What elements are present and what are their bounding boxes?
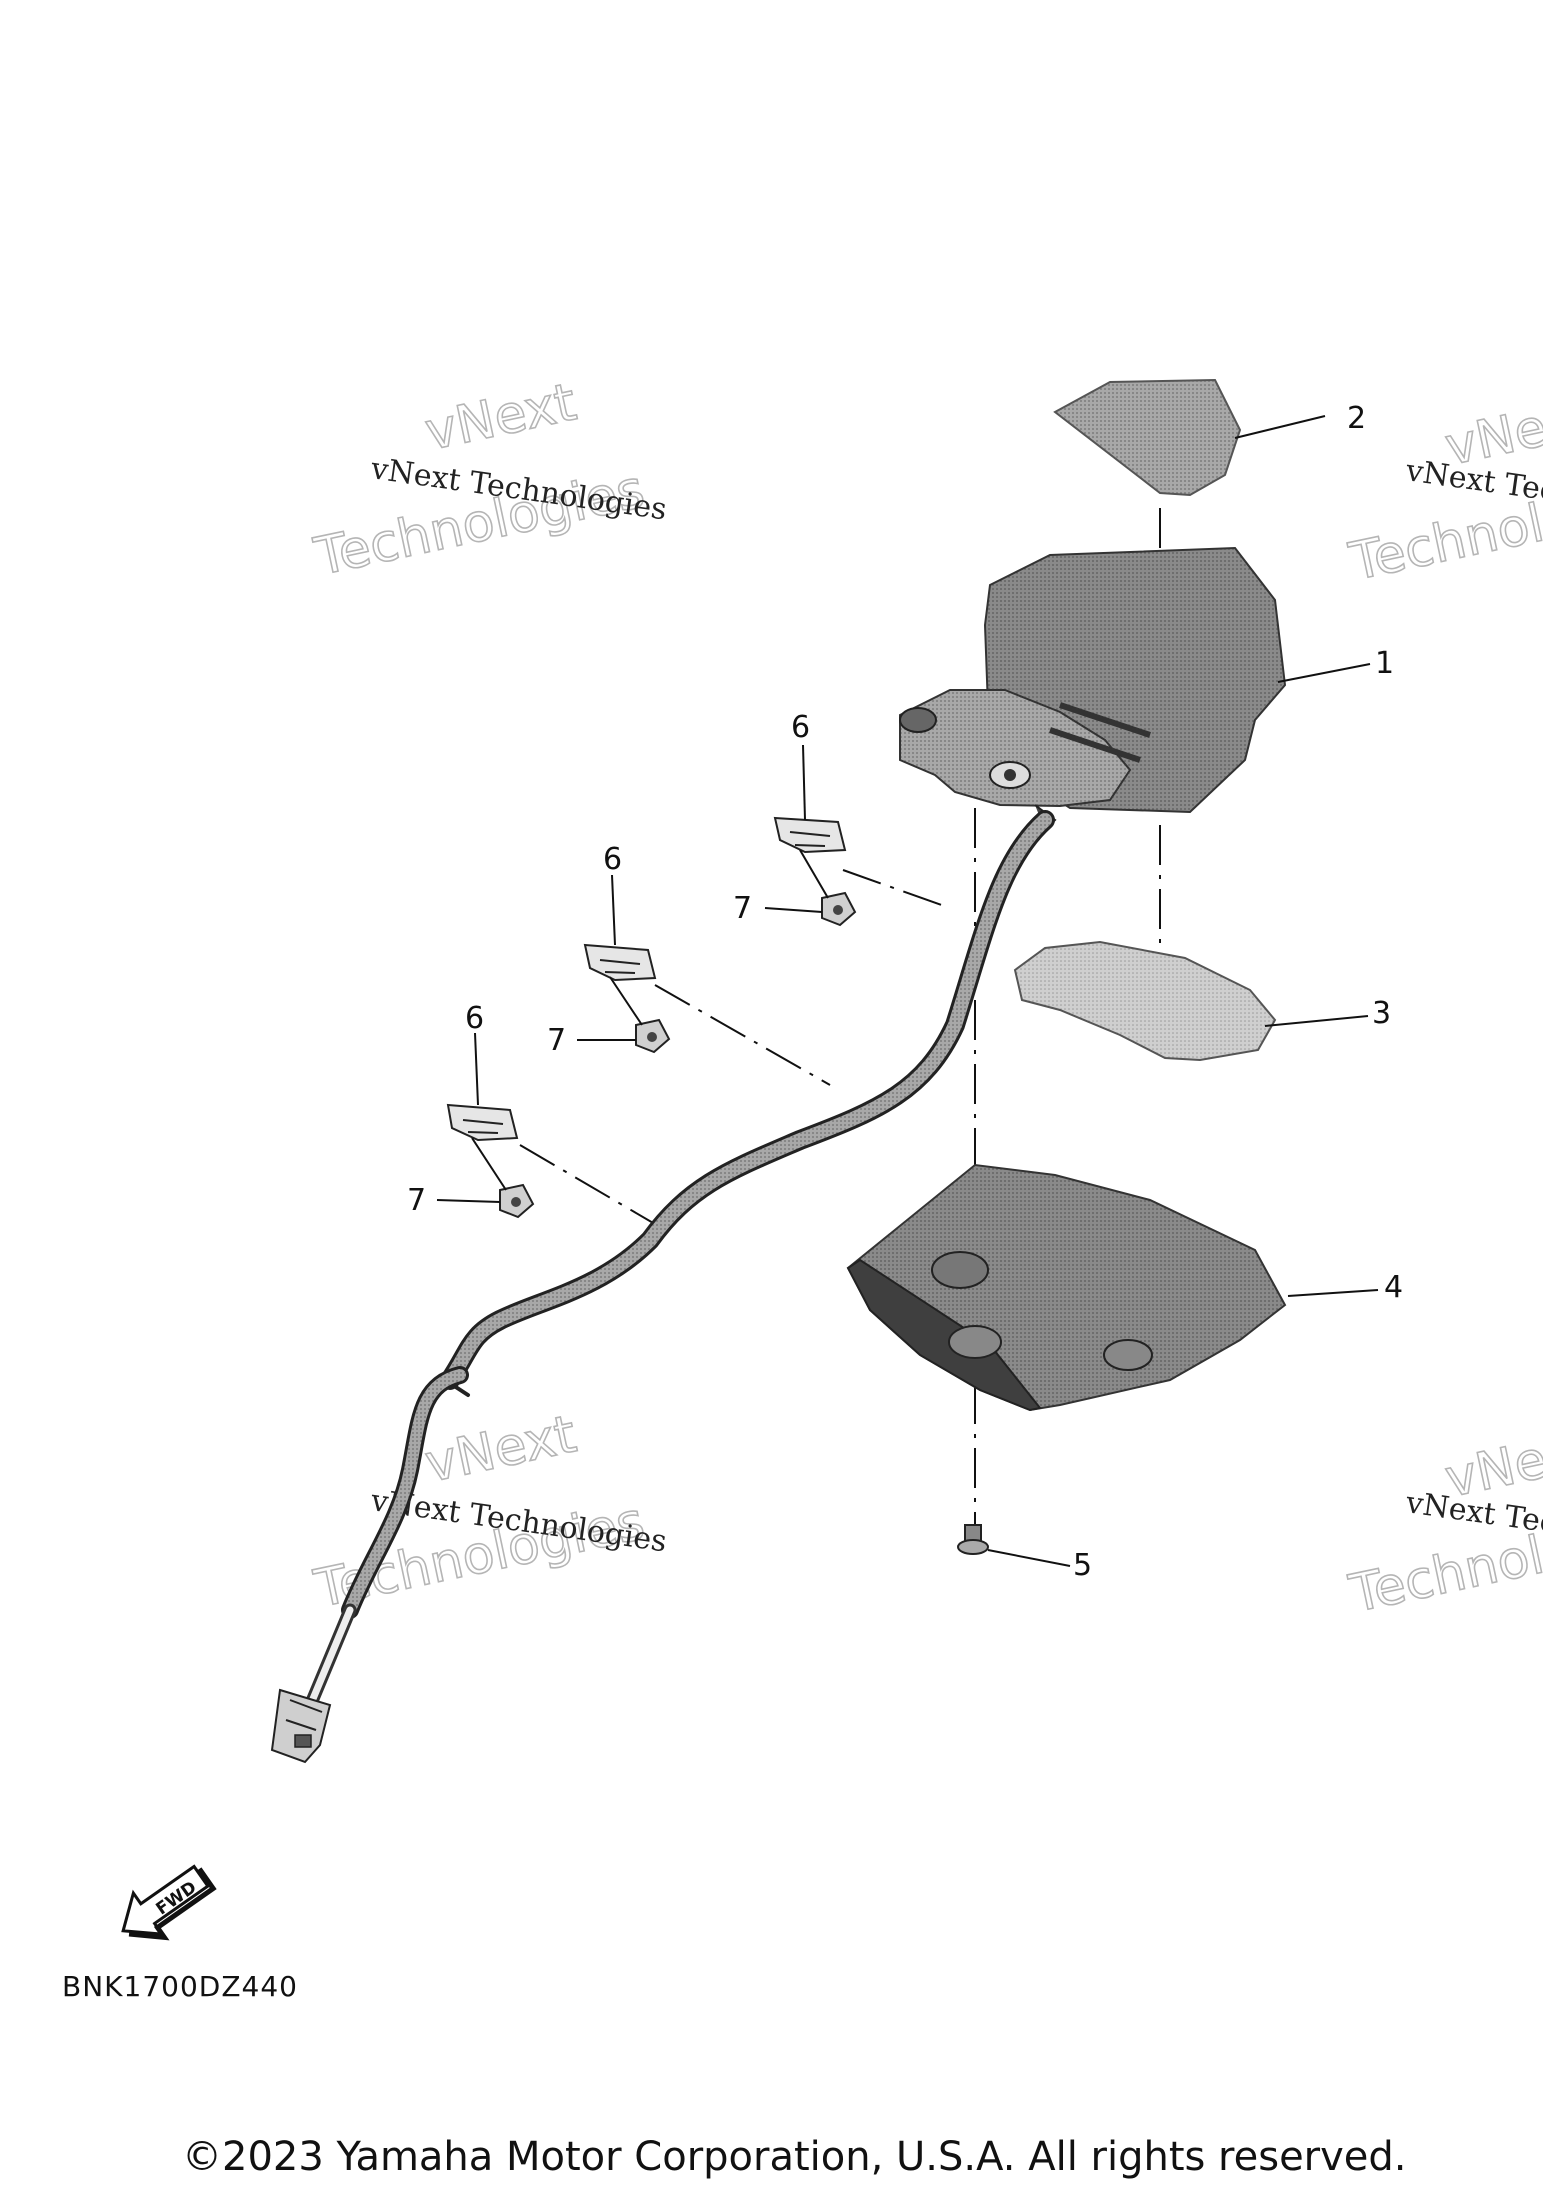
part-4-bottom-cover xyxy=(846,1163,1287,1412)
assembly-axis-lines xyxy=(519,508,1161,1560)
callout-7-middle: 7 xyxy=(547,1023,566,1058)
callout-6-middle: 6 xyxy=(603,842,622,877)
part-7-nut-top xyxy=(821,891,857,927)
part-3-lower-lens xyxy=(1013,940,1277,1062)
diagram-code: BNK1700DZ440 xyxy=(62,1970,298,2003)
part-2-lens xyxy=(1053,378,1242,497)
fwd-arrow: FWD xyxy=(121,1864,217,1941)
callout-4: 4 xyxy=(1384,1270,1403,1305)
callout-2: 2 xyxy=(1347,401,1366,436)
callout-6-top: 6 xyxy=(791,710,810,745)
watermark-vnext: vNext xyxy=(420,1404,581,1494)
part-6-clamp-bottom xyxy=(446,1103,519,1142)
part-7-nut-bottom xyxy=(499,1183,535,1219)
watermark-bottom-right: vNext Technologies vNext Technologies xyxy=(1343,1419,1543,1626)
callout-labels: 2 1 3 4 5 6 6 6 7 7 7 xyxy=(407,401,1403,1583)
part-6-clamp-middle xyxy=(583,943,657,982)
part-5-screw xyxy=(957,1524,989,1555)
callout-7-bottom: 7 xyxy=(407,1183,426,1218)
copyright-notice: ©2023 Yamaha Motor Corporation, U.S.A. A… xyxy=(182,2134,1407,2180)
part-7-nut-middle xyxy=(635,1018,671,1054)
part-6-clamp-top xyxy=(773,816,847,854)
watermark-vnext: vNext xyxy=(420,372,581,462)
callout-6-bottom: 6 xyxy=(465,1001,484,1036)
callout-5: 5 xyxy=(1073,1548,1092,1583)
part-1-headlight-housing xyxy=(899,546,1287,831)
watermark-top-right: vNext Technologies vNext Technologies xyxy=(1343,387,1543,594)
leader-lines xyxy=(436,415,1379,1567)
watermark-top-left: vNext Technologies vNext Technologies xyxy=(308,372,668,589)
wire-connector xyxy=(270,1688,332,1764)
callout-3: 3 xyxy=(1372,996,1391,1031)
callout-7-top: 7 xyxy=(733,891,752,926)
callout-1: 1 xyxy=(1375,646,1394,681)
